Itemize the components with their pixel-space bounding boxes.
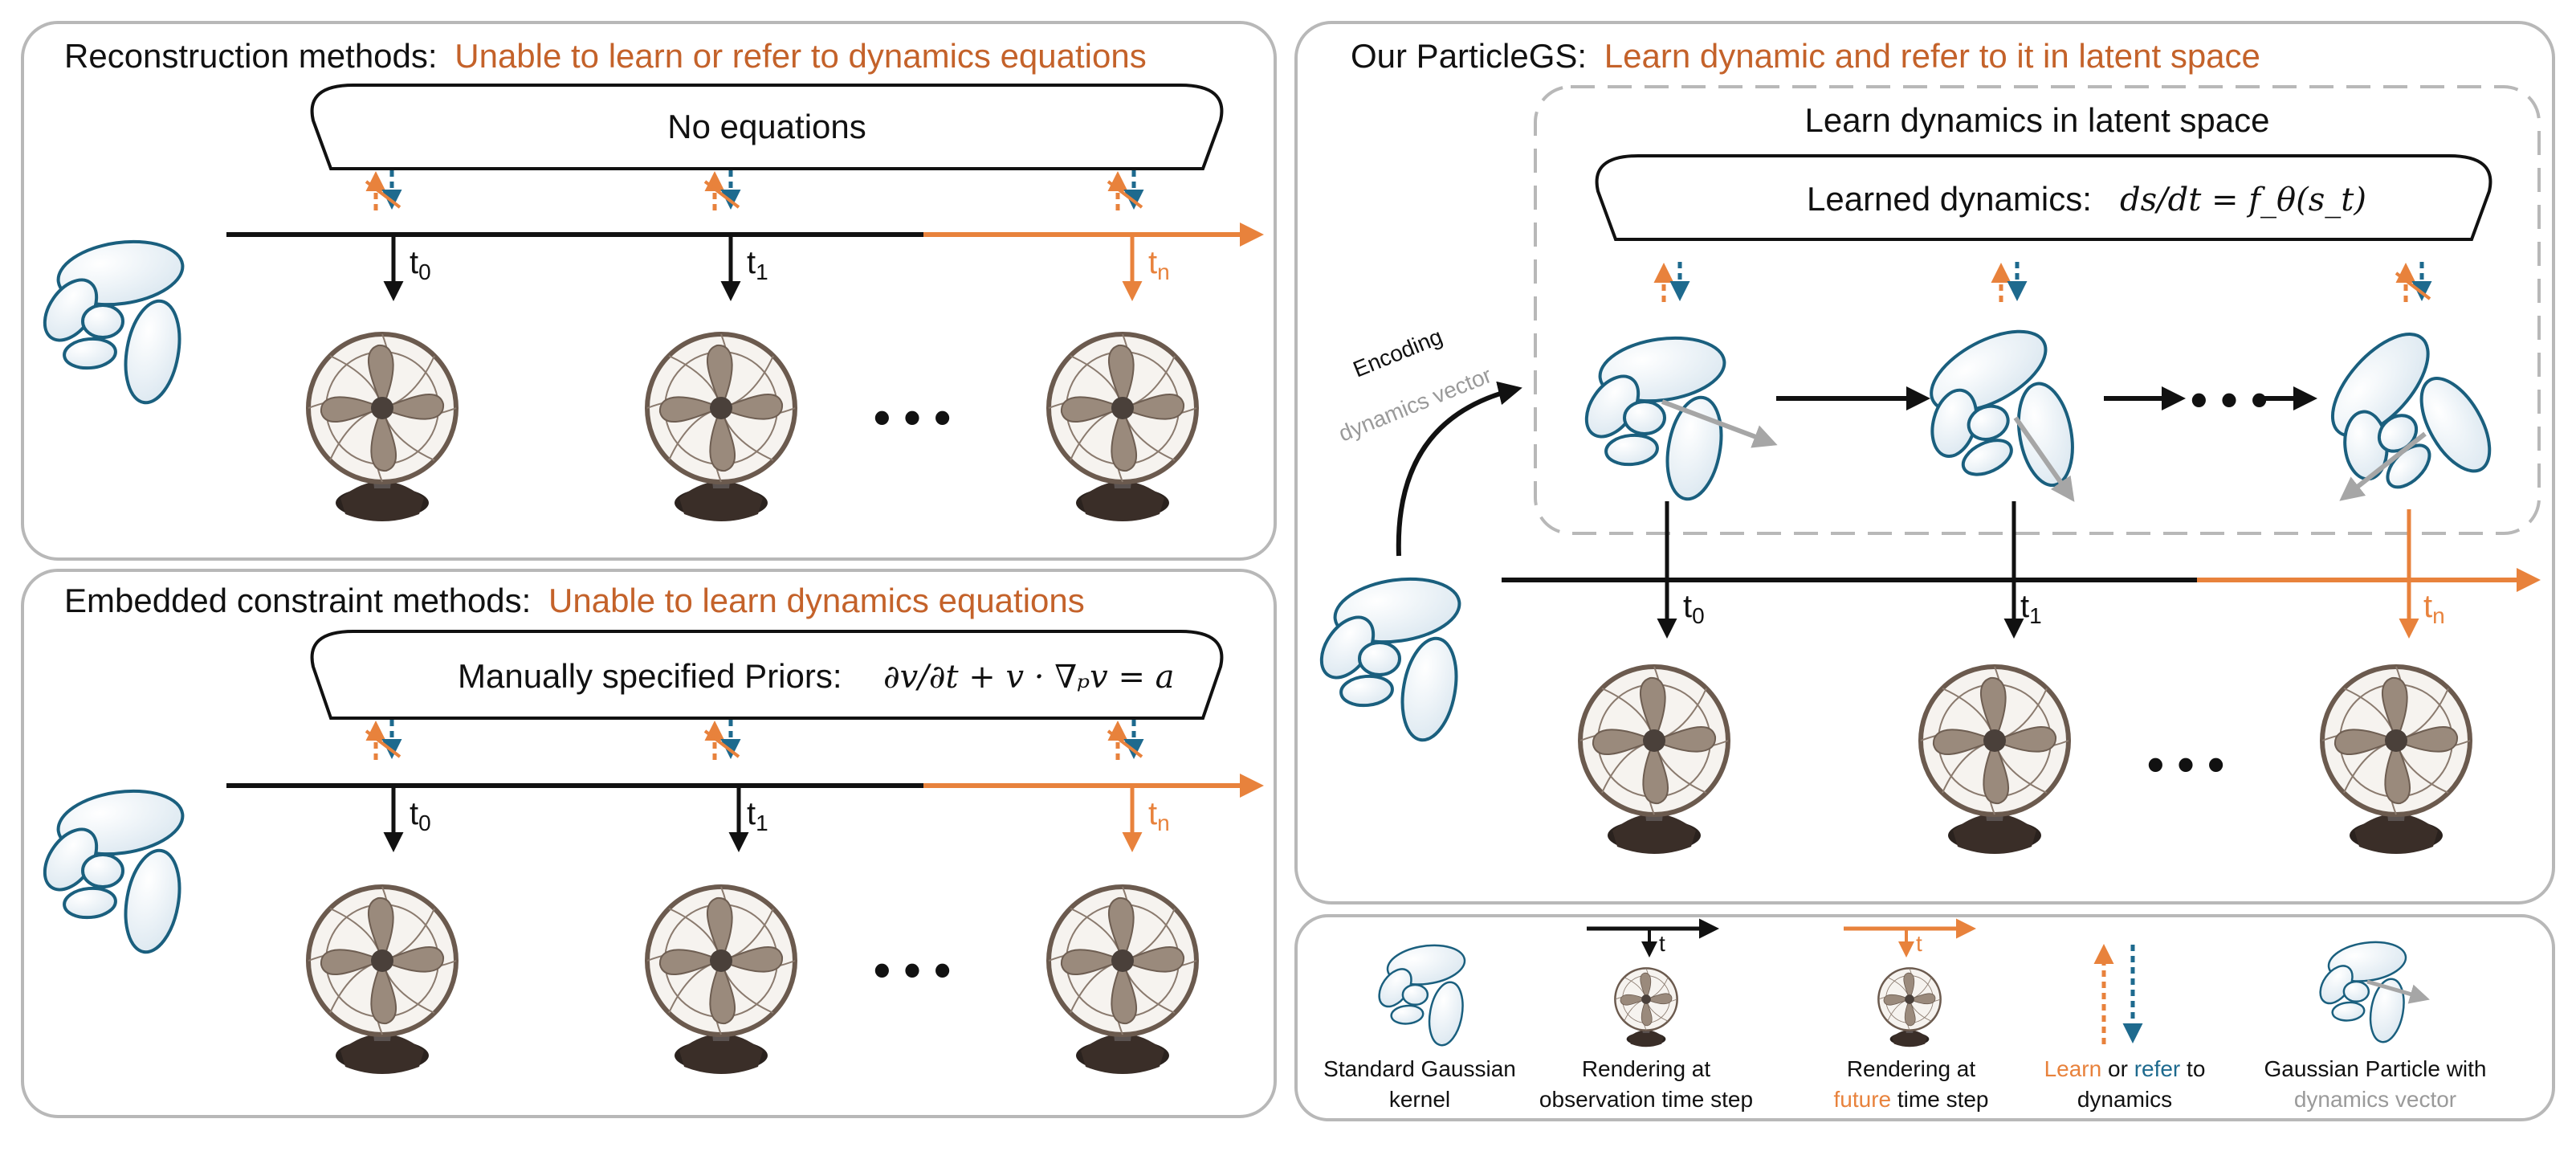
ellipsis: • • • [874, 943, 951, 997]
legend-future-t: t [1916, 931, 1922, 956]
gaussian-particle-icon [2313, 936, 2430, 1046]
embedded-panel: Embedded constraint methods: Unable to l… [21, 569, 1277, 1118]
embedded-title-accent: Unable to learn dynamics equations [548, 582, 1085, 619]
learned-dynamics-box [1595, 154, 2492, 241]
encoding-arrow [1396, 381, 1522, 557]
time-label-t0: t0 [1683, 589, 1705, 628]
time-label-t1: t1 [747, 245, 768, 284]
no-equations-box [310, 84, 1224, 170]
particlegs-panel: Our ParticleGS: Learn dynamic and refer … [1294, 21, 2555, 904]
particlegs-title-prefix: Our ParticleGS: [1351, 37, 1587, 75]
dynamics-vector-icon [2013, 416, 2075, 502]
time-label-tn: tn [1148, 245, 1170, 284]
latent-space-box [1534, 85, 2541, 535]
embedded-title-prefix: Embedded constraint methods: [64, 582, 531, 619]
time-label-tn: tn [2423, 589, 2445, 628]
reconstruction-title: Reconstruction methods: Unable to learn … [64, 37, 1147, 75]
latent-space-label: Learn dynamics in latent space [1805, 101, 2270, 139]
embedded-title: Embedded constraint methods: Unable to l… [64, 582, 1085, 619]
gaussian-particle-icon [2287, 311, 2519, 545]
time-label-t0: t0 [410, 796, 431, 835]
reconstruction-panel: Reconstruction methods: Unable to learn … [21, 21, 1277, 561]
legend-kernel-line2: kernel [1389, 1087, 1450, 1112]
legend-obs-line1: Rendering at [1582, 1056, 1711, 1081]
reconstruction-title-prefix: Reconstruction methods: [64, 37, 438, 75]
learned-dynamics-label: Learned dynamics: [1807, 180, 2092, 218]
priors-formula: ∂v/∂t + v · ∇ₚv = a [883, 659, 1175, 696]
time-label-t1: t1 [747, 796, 768, 835]
legend-learn-line2: dynamics [2077, 1087, 2172, 1112]
dynamics-vector-icon [2366, 979, 2430, 1004]
particlegs-title-accent: Learn dynamic and refer to it in latent … [1604, 37, 2260, 75]
gaussian-particle-icon [1574, 329, 1778, 505]
legend-learn-line1: Learn or refer to [2044, 1056, 2206, 1081]
legend-panel: Standard Gaussian kernel t Rendering at … [1294, 914, 2555, 1121]
legend-particle-line1: Gaussian Particle with [2264, 1056, 2486, 1081]
time-label-t0: t0 [410, 245, 431, 284]
time-label-tn: tn [1148, 796, 1170, 835]
dynamics-vector-icon [2339, 431, 2427, 501]
ellipsis: • • • [2147, 737, 2224, 791]
legend-obs-t: t [1659, 931, 1665, 956]
priors-box [310, 630, 1224, 720]
time-label-t1: t1 [2020, 589, 2042, 628]
legend-future-line1: Rendering at [1847, 1056, 1976, 1081]
ellipsis: • • • [874, 390, 951, 444]
no-equations-label: No equations [667, 108, 866, 145]
legend-particle-line2: dynamics vector [2294, 1087, 2456, 1112]
reconstruction-title-accent: Unable to learn or refer to dynamics equ… [454, 37, 1146, 75]
particlegs-title: Our ParticleGS: Learn dynamic and refer … [1351, 37, 2260, 75]
priors-label: Manually specified Priors: [458, 657, 842, 695]
dynamics-vector-icon [1661, 399, 1778, 448]
legend-kernel-line1: Standard Gaussian [1323, 1056, 1516, 1081]
legend-obs-line2: observation time step [1539, 1087, 1753, 1112]
legend-future-line2: future time step [1834, 1087, 1989, 1112]
gaussian-particle-icon [1892, 310, 2098, 529]
learned-dynamics-formula: ds/dt = f_θ(s_t) [2120, 182, 2366, 218]
